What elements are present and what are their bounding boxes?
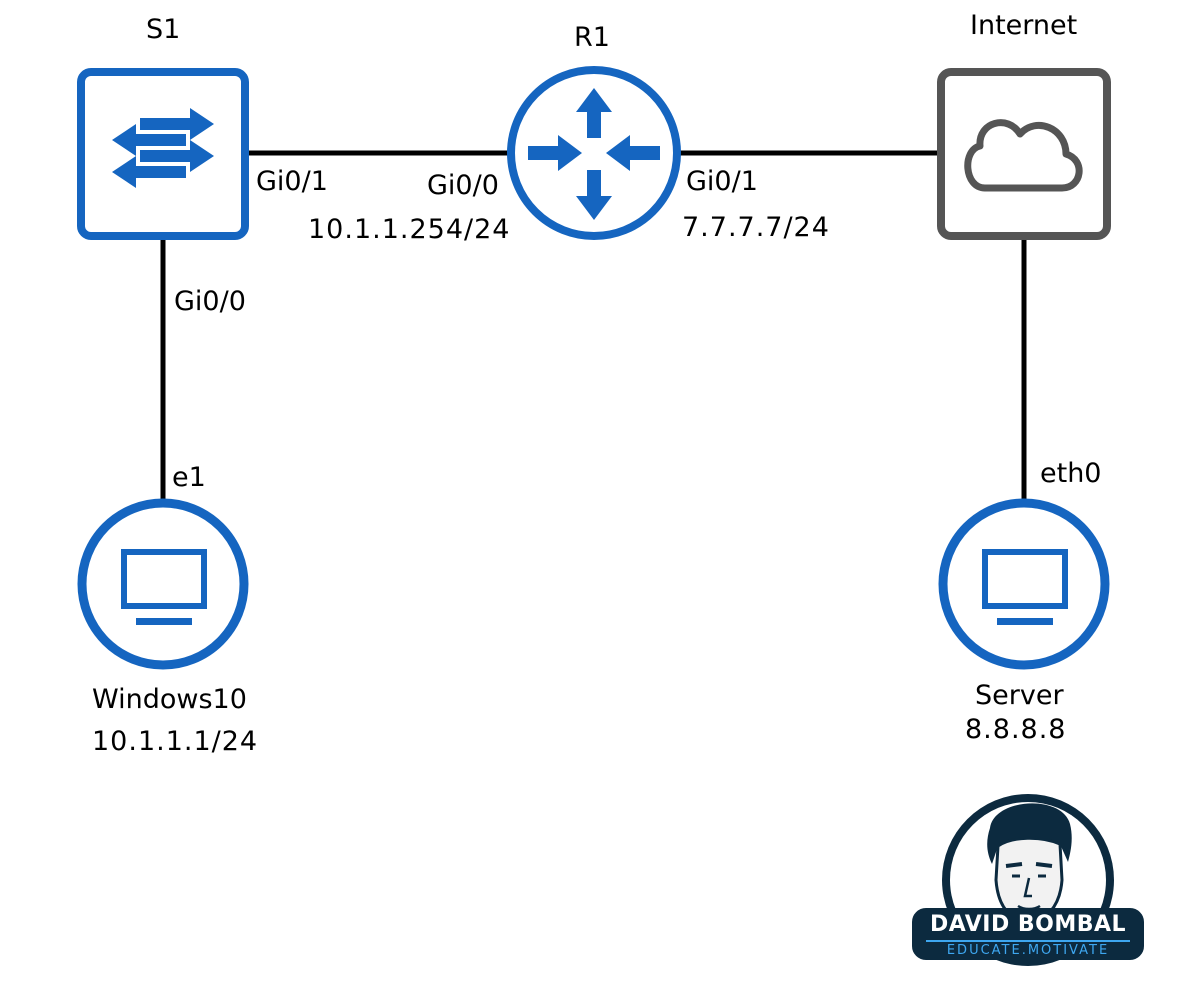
internet-label: Internet xyxy=(970,10,1078,41)
logo-name: DAVID BOMBAL xyxy=(929,912,1127,937)
r1-gi01-label: Gi0/1 xyxy=(686,166,758,197)
r1-gi00-label: Gi0/0 xyxy=(427,170,499,201)
r1-gi01-ip: 7.7.7.7/24 xyxy=(682,212,830,243)
windows10-ip: 10.1.1.1/24 xyxy=(92,726,259,757)
pc-monitor-icon xyxy=(77,498,249,670)
server-eth0-label: eth0 xyxy=(1040,458,1102,489)
r1-gi00-ip: 10.1.1.254/24 xyxy=(308,214,511,245)
windows10-label: Windows10 xyxy=(92,684,247,715)
s1-gi01-label: Gi0/1 xyxy=(256,166,328,197)
cloud-icon xyxy=(937,68,1111,240)
logo-tagline: EDUCATE.MOTIVATE xyxy=(926,940,1130,959)
server-ip: 8.8.8.8 xyxy=(965,714,1067,745)
switch-icon xyxy=(77,68,249,240)
server-label: Server xyxy=(975,680,1064,711)
windows10-e1-label: e1 xyxy=(172,462,206,493)
s1-label: S1 xyxy=(146,14,181,45)
r1-label: R1 xyxy=(574,22,610,53)
router-icon xyxy=(507,66,681,240)
logo-banner xyxy=(912,908,1144,960)
s1-gi00-label: Gi0/0 xyxy=(174,286,246,317)
server-monitor-icon xyxy=(938,498,1110,670)
david-bombal-logo: DAVID BOMBAL EDUCATE.MOTIVATE xyxy=(912,784,1144,968)
